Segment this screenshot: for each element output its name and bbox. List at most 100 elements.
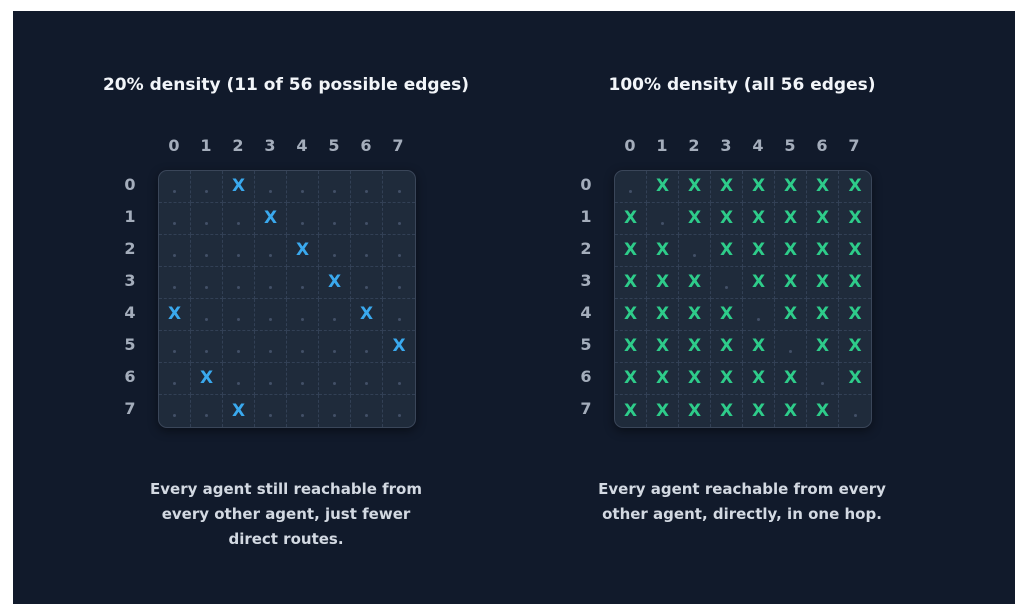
left-cell [191,331,223,363]
right-cell: X [807,235,839,267]
left-caption: Every agent still reachable from every o… [150,480,422,548]
right-edge-mark: X [719,208,734,228]
right-cell: X [647,299,679,331]
left-cell [287,299,319,331]
left-cell [383,235,415,267]
left-empty-dot [333,414,336,417]
left-empty-dot [173,253,176,257]
left-col-label: 5 [328,136,340,155]
right-cell [647,203,679,235]
left-empty-dot [365,349,368,353]
left-empty-dot [397,285,401,289]
left-cell [319,299,351,331]
right-cell: X [839,235,871,267]
right-col-label: 1 [656,136,668,155]
right-cell: X [775,363,807,395]
right-cell: X [807,267,839,299]
right-edge-mark: X [687,304,702,324]
right-edge-mark: X [719,304,734,324]
left-empty-dot [301,381,304,385]
left-empty-dot [173,349,176,353]
right-edge-mark: X [848,336,862,356]
left-edge-mark: X [392,336,406,356]
right-cell [775,331,807,363]
left-empty-dot [397,253,401,257]
right-edge-mark: X [848,240,862,260]
right-edge-mark: X [751,368,766,388]
right-edge-mark: X [848,272,862,292]
left-empty-dot [205,349,208,353]
right-edge-mark: X [751,208,766,228]
right-edge-mark: X [815,304,830,324]
left-empty-dot [205,285,208,289]
left-empty-dot [333,381,336,385]
left-cell [287,363,319,395]
left-cell [383,363,415,395]
right-row-label: 3 [580,271,592,290]
left-cell [159,235,191,267]
right-cell: X [615,235,647,267]
diagram-panel: 20% density (11 of 56 possible edges) 1 0… [13,11,1015,604]
right-cell: X [711,235,743,267]
left-empty-dot [365,414,368,417]
left-empty-dot [173,285,176,289]
right-edge-mark: X [783,400,798,421]
right-edge-mark: X [623,272,638,292]
left-cell [159,331,191,363]
left-row-label: 0 [124,175,136,194]
left-title: 20% density (11 of 56 possible edges) [102,75,470,95]
left-cell [287,331,319,363]
left-row-label: 7 [124,399,136,418]
left-empty-dot [173,189,176,193]
left-cell [351,331,383,363]
right-cell [711,267,743,299]
left-cell [255,267,287,299]
left-empty-dot [173,381,176,385]
right-cell: X [711,331,743,363]
right-cell: X [679,203,711,235]
right-edge-mark: X [815,272,830,292]
left-cell [255,395,287,427]
left-cell [351,235,383,267]
right-edge-mark: X [687,368,702,388]
right-cell [679,235,711,267]
right-edge-mark: X [623,400,638,421]
left-empty-dot [237,381,240,385]
left-empty-dot [333,317,336,321]
left-empty-dot [397,189,401,193]
left-empty-dot [397,414,401,417]
left-empty-dot [301,221,304,225]
right-cell: X [807,299,839,331]
right-cell: X [743,171,775,203]
left-empty-dot [333,349,336,353]
right-edge-mark: X [655,272,670,292]
left-col-label: 1 [200,136,212,155]
right-cell: X [775,171,807,203]
right-cell: X [647,363,679,395]
right-cell: X [711,363,743,395]
left-empty-dot [333,253,336,257]
right-edge-mark: X [655,176,670,196]
left-empty-dot [301,317,304,321]
right-cell: X [839,299,871,331]
left-cell: X [383,331,415,363]
right-edge-mark: X [751,400,766,421]
right-cell [743,299,775,331]
right-cell: X [807,203,839,235]
left-cell: X [287,235,319,267]
right-cell: X [615,363,647,395]
left-cell [287,395,319,427]
right-edge-mark: X [623,368,638,388]
right-edge-mark: X [687,176,702,196]
right-edge-mark: X [815,208,830,228]
right-cell [615,171,647,203]
right-cell: X [711,395,743,427]
left-edge-mark: X [295,240,310,260]
right-edge-mark: X [783,208,798,228]
left-row-label: 2 [124,239,136,258]
left-cell [351,171,383,203]
right-cell: X [679,363,711,395]
left-col-label: 0 [168,136,180,155]
left-cell [383,171,415,203]
right-edge-mark: X [783,240,798,260]
